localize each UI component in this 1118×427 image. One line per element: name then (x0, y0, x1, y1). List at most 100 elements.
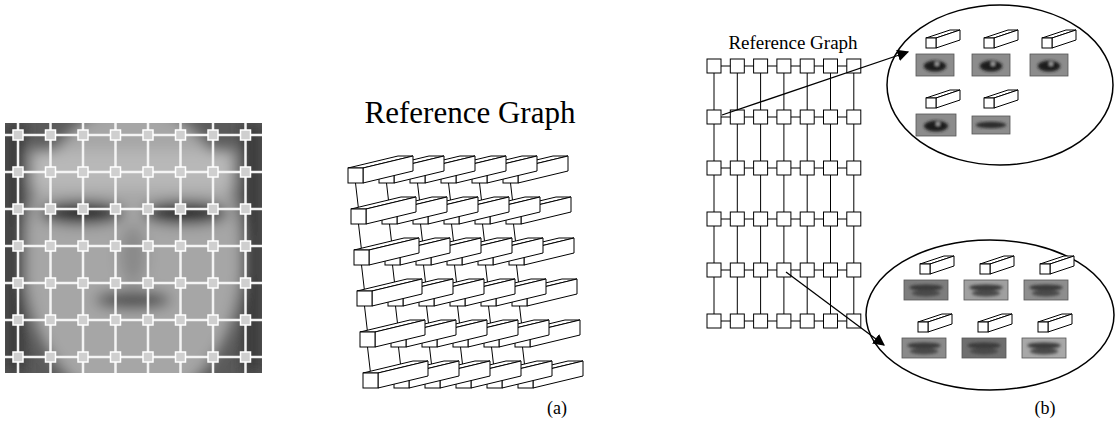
grid-node (13, 241, 23, 251)
eye-patch (972, 116, 1010, 134)
jet-prism (926, 90, 960, 108)
grid-node (111, 315, 121, 325)
grid-node (78, 204, 88, 214)
grid-node (241, 167, 251, 177)
grid-line (5, 245, 262, 248)
patch-border (972, 54, 1010, 76)
graph-edge (760, 66, 761, 321)
grid-node (241, 278, 251, 288)
prism-front (920, 264, 930, 274)
grid-node (176, 315, 186, 325)
prism-face (363, 156, 413, 183)
prism-face (366, 197, 416, 224)
graph-edge (368, 347, 371, 373)
eyebrow (976, 122, 1006, 128)
mouth-bunch-oval (866, 240, 1114, 390)
graph-title: Reference Graph (365, 96, 576, 130)
jet-prism (363, 361, 428, 388)
patch-ground (904, 280, 948, 300)
patch-detail (909, 284, 942, 296)
patch-ground (902, 338, 946, 358)
grid-node (241, 315, 251, 325)
grid-node (46, 167, 56, 177)
prism-front (926, 98, 936, 108)
graph-edge (807, 66, 808, 321)
prism-front (1038, 322, 1048, 332)
grid-node (111, 167, 121, 177)
lower-lip (1030, 348, 1058, 354)
graph-node (847, 110, 861, 124)
graph-node (754, 212, 768, 226)
jet-prism (354, 238, 419, 265)
grid-node (176, 241, 186, 251)
graph-node (777, 110, 791, 124)
graph-node (847, 263, 861, 277)
graph-node (754, 314, 768, 328)
patch-border (916, 114, 956, 136)
prism-face (375, 320, 425, 347)
graph-edge (830, 66, 831, 321)
panel-label: (a) (547, 399, 567, 419)
grid-node (111, 241, 121, 251)
grid-node (13, 167, 23, 177)
grid-node (176, 278, 186, 288)
grid-node (78, 352, 88, 362)
patch-ground (962, 338, 1006, 358)
graph-node (754, 110, 768, 124)
grid-node (208, 241, 218, 251)
graph-node (777, 161, 791, 175)
patch-detail (907, 342, 940, 354)
grid-node (111, 130, 121, 140)
eye-glint (935, 62, 938, 65)
grid-node (176, 167, 186, 177)
eye-glint (1049, 62, 1052, 65)
grid-node (46, 278, 56, 288)
graph-node (730, 263, 744, 277)
grid-node (13, 130, 23, 140)
graph-node (707, 263, 721, 277)
prism-front (1042, 38, 1052, 48)
prism-face (1050, 256, 1074, 274)
nose-shadow (119, 225, 147, 285)
face-shading (5, 123, 262, 373)
graph-node (824, 314, 838, 328)
patch-detail (976, 122, 1006, 128)
grid-node (78, 241, 88, 251)
jet-prism (1040, 256, 1074, 274)
lower-lip (1032, 290, 1060, 296)
jet-prism (1042, 30, 1076, 48)
eye (924, 61, 947, 72)
graph-node (847, 161, 861, 175)
upper-lip (967, 342, 1000, 348)
right-eye (143, 202, 227, 224)
lower-lip (912, 290, 940, 296)
graph-node (730, 161, 744, 175)
grid-node (143, 167, 153, 177)
bunch-arrow (722, 52, 908, 115)
mouth (95, 291, 171, 309)
upper-lip (1029, 284, 1062, 290)
grid-node (176, 130, 186, 140)
graph-node (730, 212, 744, 226)
graph-node (707, 212, 721, 226)
patch-detail (1029, 284, 1062, 296)
mouth-patch (964, 280, 1008, 300)
prism-face (1048, 314, 1072, 332)
prism-face (930, 256, 954, 274)
graph-node (824, 110, 838, 124)
patch-detail (1027, 342, 1060, 354)
grid-node (241, 130, 251, 140)
jet-prism (357, 279, 422, 306)
grid-node (78, 167, 88, 177)
jet-prism (918, 314, 952, 332)
grid-node (13, 278, 23, 288)
grid-node (143, 278, 153, 288)
graph-node (754, 161, 768, 175)
graph-node (824, 59, 838, 73)
bunch-contents (902, 30, 1076, 358)
jet-prism (351, 197, 416, 224)
grid-node (241, 241, 251, 251)
prism-face (988, 314, 1012, 332)
grid-node (46, 241, 56, 251)
patch-border (962, 338, 1006, 358)
